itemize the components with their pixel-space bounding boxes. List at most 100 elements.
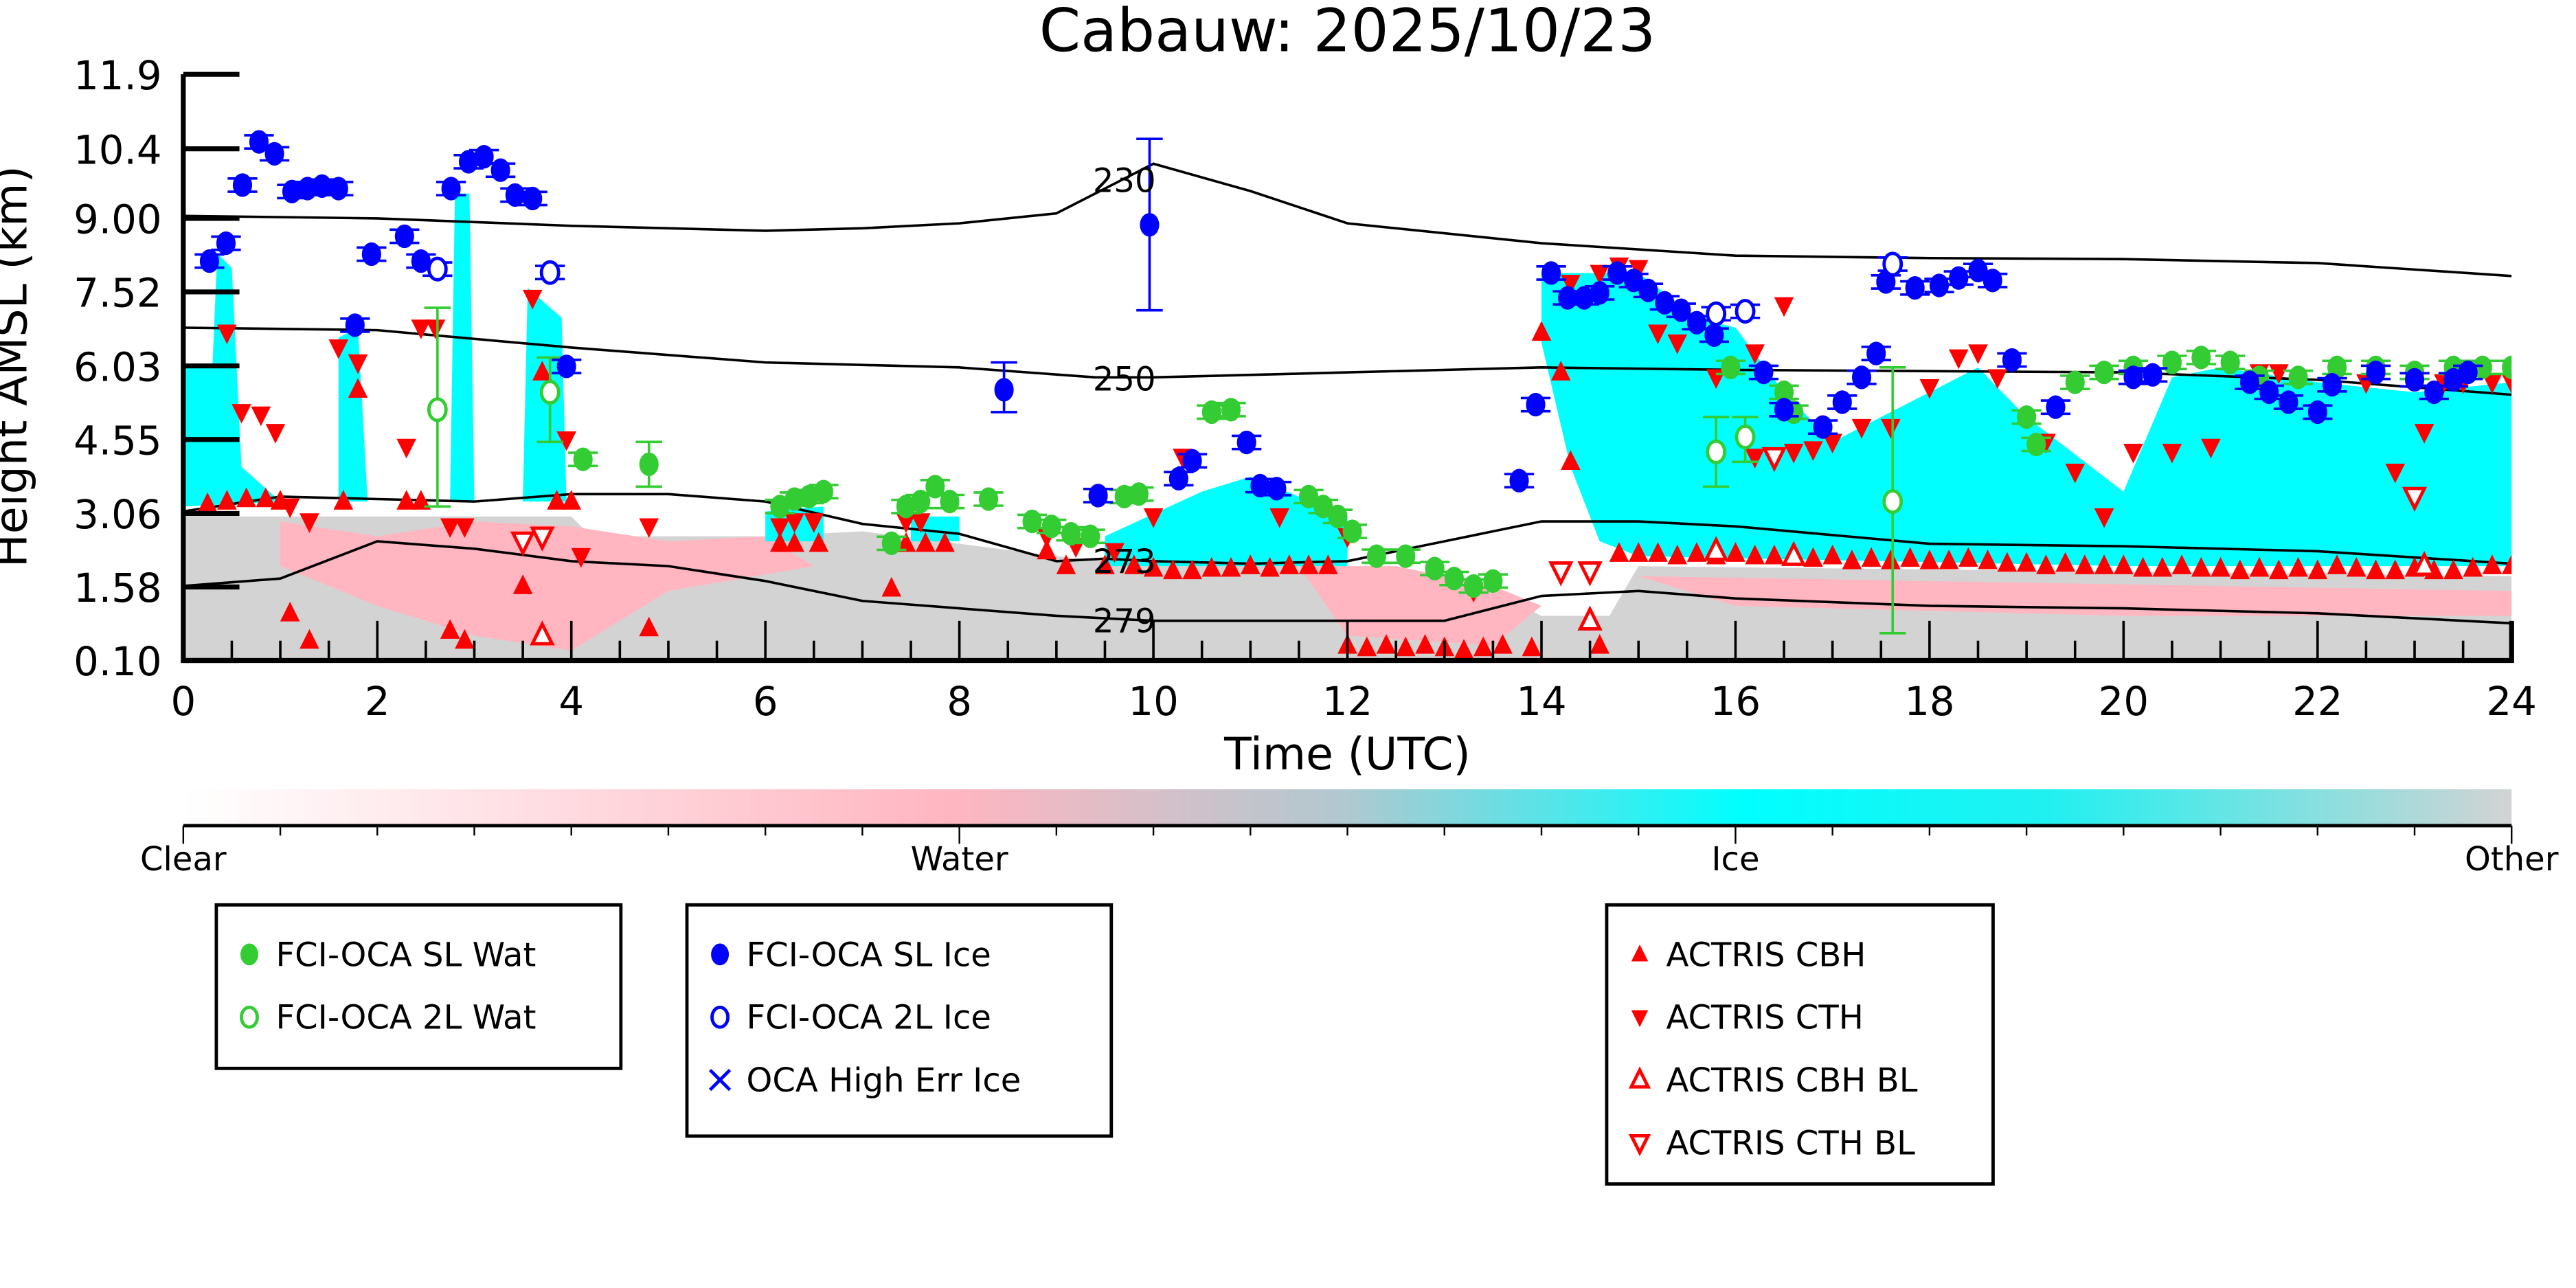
series-fci-oca-sl-wat — [568, 346, 2512, 598]
data-point — [1667, 544, 1688, 565]
data-point — [530, 526, 555, 552]
data-point — [1313, 495, 1333, 519]
data-point — [978, 487, 999, 511]
data-point — [881, 531, 901, 556]
x-tick-label: 14 — [1516, 678, 1566, 725]
data-point — [1628, 260, 1649, 280]
data-point — [256, 487, 276, 508]
data-point — [1088, 484, 1108, 508]
legend-item: OCA High Err Ice — [708, 1061, 1021, 1100]
data-point — [1774, 398, 1794, 422]
y-tick-label: 9.00 — [74, 196, 161, 243]
data-point — [1949, 266, 1969, 290]
data-point — [1201, 400, 1221, 425]
data-point — [2211, 556, 2230, 577]
data-point — [1721, 355, 1741, 380]
data-point — [1822, 544, 1842, 565]
data-point — [1483, 569, 1503, 594]
chart-title: Cabauw: 2025/10/23 — [1039, 0, 1656, 66]
cloud-phase-background — [183, 193, 2512, 661]
x-tick-label: 12 — [1322, 678, 1372, 725]
data-point — [770, 518, 790, 539]
series-actris-cbh — [197, 321, 2512, 659]
legend-frame — [685, 903, 1114, 1138]
data-point — [333, 490, 354, 510]
data-point — [1241, 554, 1261, 574]
data-point — [2162, 444, 2182, 464]
data-point — [474, 145, 494, 169]
data-point — [784, 487, 804, 511]
data-point — [1395, 636, 1416, 657]
data-point — [1704, 323, 1724, 348]
error-bar — [2496, 359, 2512, 376]
legend-label: OCA High Err Ice — [747, 1061, 1021, 1100]
data-point — [1558, 286, 1578, 310]
data-point — [2075, 554, 2095, 574]
data-point — [2307, 559, 2328, 580]
colorbar-label: Clear — [140, 840, 227, 879]
data-point — [2152, 556, 2173, 577]
data-point — [441, 177, 461, 201]
x-tick-label: 6 — [753, 678, 778, 725]
y-tick-label: 10.4 — [74, 126, 161, 173]
data-point — [1041, 515, 1061, 539]
data-point — [425, 319, 446, 339]
data-point — [297, 177, 317, 201]
data-point — [1745, 449, 1765, 468]
data-point — [911, 489, 931, 514]
contour-line-273 — [183, 493, 2512, 565]
data-point — [1056, 554, 1076, 574]
data-point — [2162, 350, 2182, 374]
data-point — [411, 249, 431, 273]
data-point — [539, 260, 561, 285]
phase-region-ice — [1105, 476, 1348, 567]
contour-line-250 — [183, 326, 2512, 396]
data-point — [1803, 547, 1823, 567]
data-point — [2065, 463, 2086, 484]
data-point — [1638, 278, 1658, 302]
data-point — [1376, 634, 1397, 654]
data-point — [1764, 544, 1785, 565]
data-point — [328, 177, 348, 201]
data-point — [2016, 552, 2037, 572]
data-point — [2385, 463, 2406, 484]
phase-region-ice — [183, 253, 281, 507]
data-point — [1958, 547, 1978, 567]
x-axis-label: Time (UTC) — [1223, 729, 1471, 780]
data-point — [2123, 444, 2143, 464]
data-point — [1550, 361, 1571, 381]
data-point — [1236, 430, 1256, 455]
contour-label: 250 — [1093, 361, 1156, 399]
data-point — [1168, 466, 1188, 491]
data-point — [1260, 556, 1280, 577]
data-point — [1832, 390, 1852, 414]
data-point — [2065, 370, 2085, 394]
data-point — [1667, 334, 1688, 354]
data-point — [1704, 536, 1729, 561]
legend-label: ACTRIS CTH — [1666, 999, 1863, 1037]
contour-line-279 — [183, 540, 2512, 625]
data-point — [1590, 264, 1610, 285]
data-point — [2201, 438, 2221, 459]
data-point — [1726, 542, 1745, 562]
data-point — [881, 576, 902, 597]
data-point — [251, 406, 271, 427]
data-point — [2026, 432, 2046, 457]
data-point — [1561, 450, 1581, 471]
data-points — [194, 130, 2512, 659]
data-point — [639, 616, 659, 637]
data-point — [2502, 355, 2512, 380]
data-point — [1648, 324, 1668, 345]
data-point — [573, 447, 593, 471]
data-point — [411, 319, 431, 339]
legend-label: ACTRIS CBH — [1666, 936, 1866, 974]
data-point — [197, 492, 218, 512]
data-point — [1221, 556, 1241, 577]
data-point — [935, 532, 955, 552]
data-point — [1357, 636, 1377, 657]
data-point — [2094, 508, 2114, 528]
legend-label: FCI-OCA SL Ice — [747, 936, 991, 974]
data-point — [2463, 556, 2483, 577]
